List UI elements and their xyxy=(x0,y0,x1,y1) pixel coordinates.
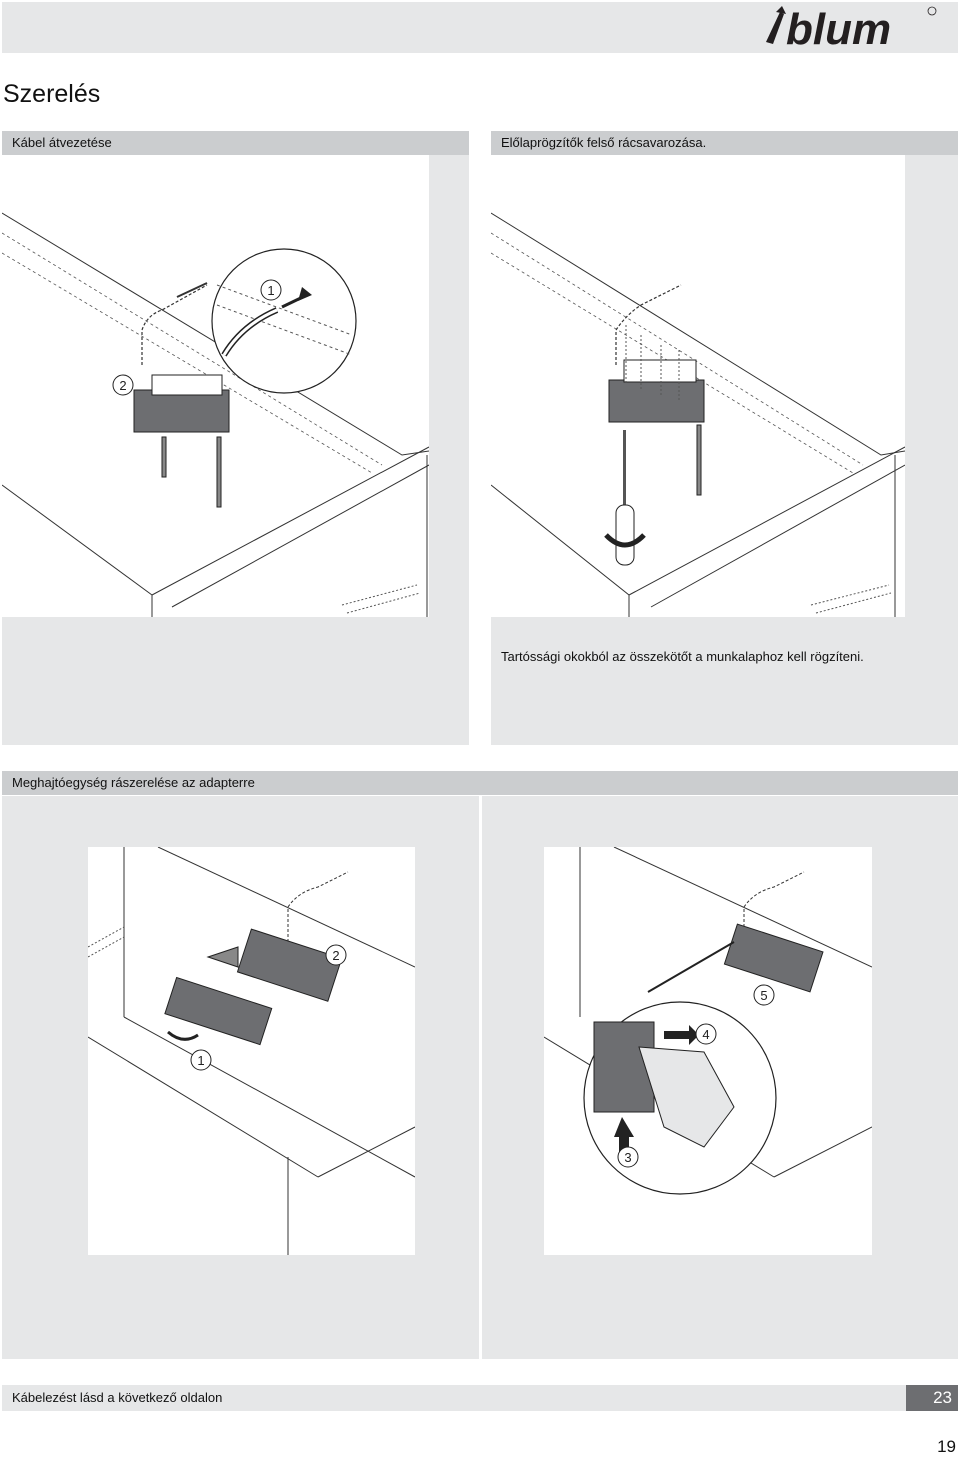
drive-left-step-2: 2 xyxy=(332,948,339,963)
cable-section-header: Kábel átvezetése xyxy=(2,131,469,155)
cable-illustration: 1 2 xyxy=(2,155,429,617)
drive-right-step-3: 3 xyxy=(624,1150,631,1165)
step-badge xyxy=(112,374,134,396)
brand-name: blum xyxy=(786,5,891,50)
fastening-caption: Tartóssági okokból az összekötőt a munka… xyxy=(501,649,864,664)
page-number: 19 xyxy=(937,1437,956,1456)
drive-section-header: Meghajtóegység rászerelése az adapterre xyxy=(2,771,958,795)
cable-step-1: 1 xyxy=(267,283,274,298)
footer-note: Kábelezést lásd a következő oldalon xyxy=(2,1385,906,1411)
top-band xyxy=(2,2,958,53)
drive-right-step-5: 5 xyxy=(760,988,767,1003)
cable-step-2: 2 xyxy=(119,378,126,393)
page-title: Szerelés xyxy=(3,80,101,108)
drive-left-step-1: 1 xyxy=(197,1053,204,1068)
section-number-badge: 23 xyxy=(906,1385,958,1411)
drive-right-illustration: 4 3 5 xyxy=(544,847,872,1255)
brand-logo: blum xyxy=(760,4,940,54)
drive-left-illustration: 2 1 xyxy=(88,847,415,1255)
drive-right-step-4: 4 xyxy=(702,1027,709,1042)
step-badge xyxy=(260,279,282,301)
fastening-illustration xyxy=(491,155,905,617)
fastening-section-header: Előlaprögzítők felső rácsavarozása. xyxy=(491,131,958,155)
